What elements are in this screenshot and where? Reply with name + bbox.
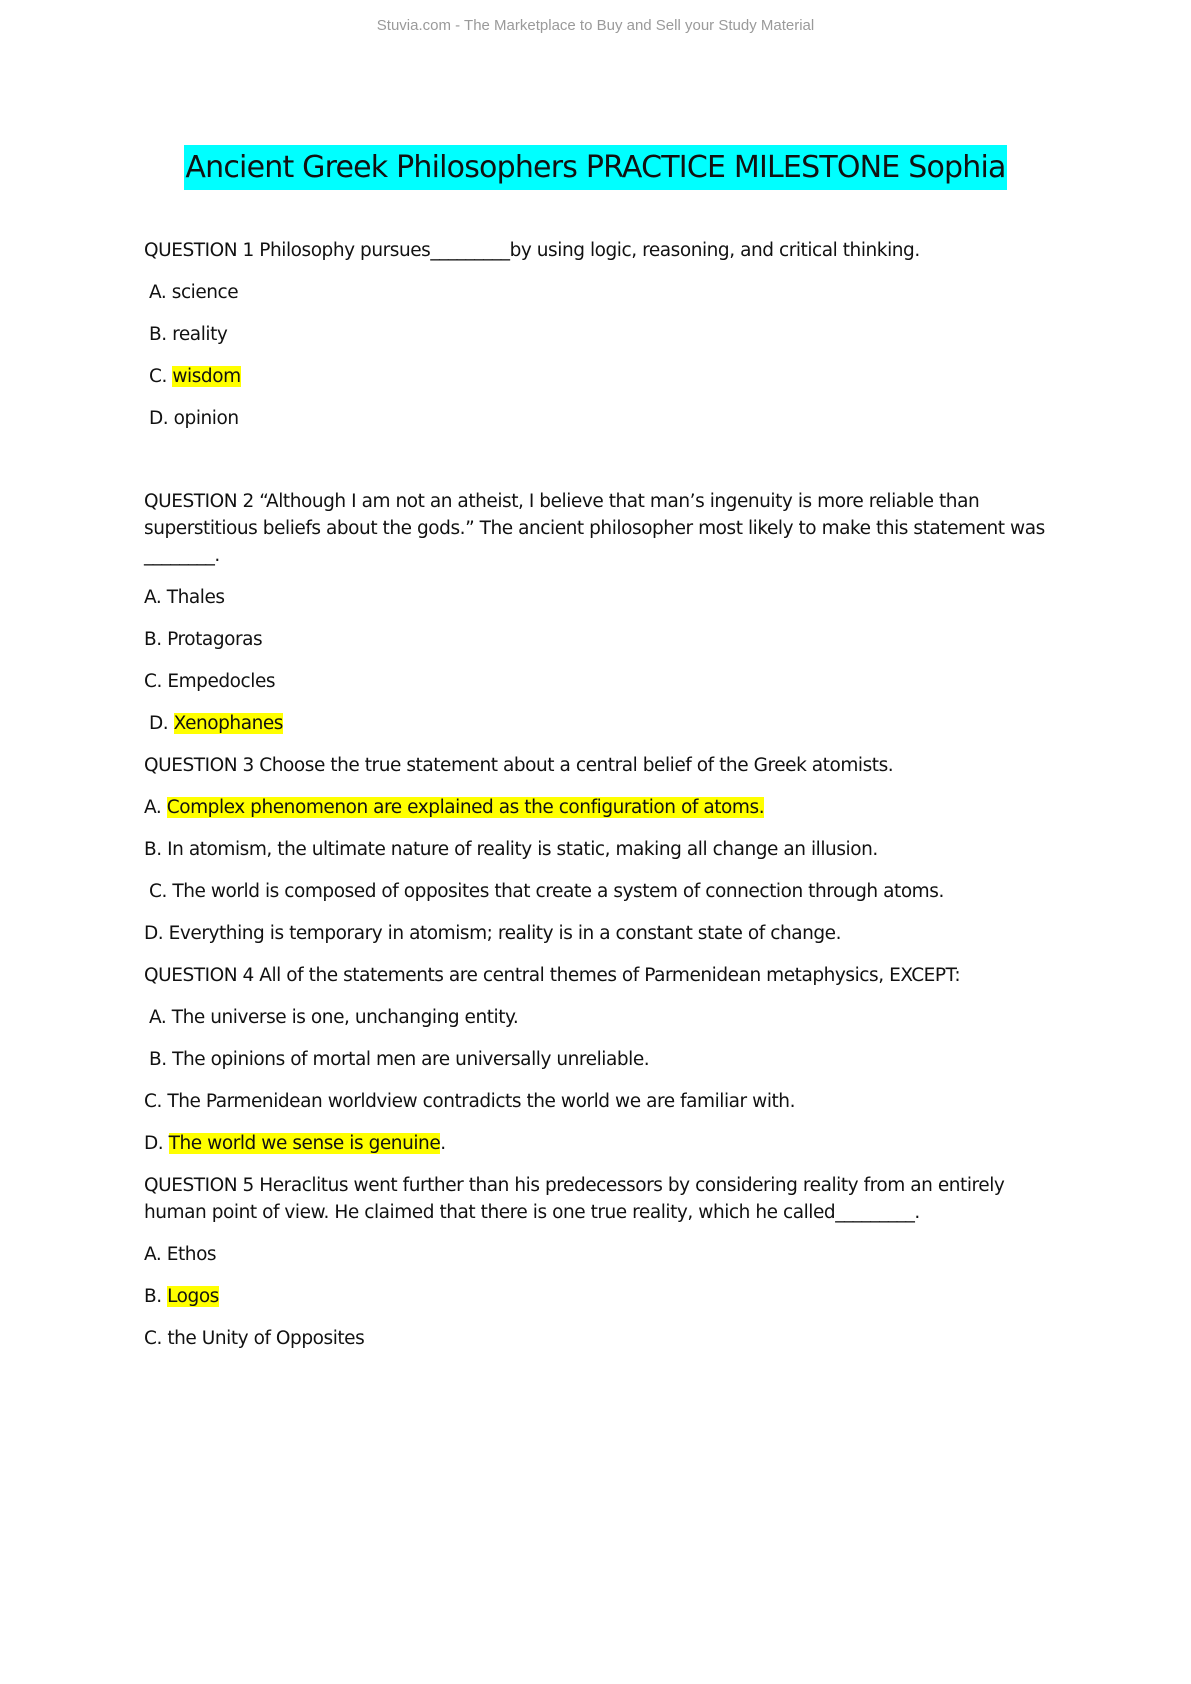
option-text-highlighted: Xenophanes — [173, 713, 283, 734]
option-letter: D. — [149, 713, 169, 734]
option-letter: B. — [144, 629, 162, 650]
question-2-option-b: B. Protagoras — [144, 625, 263, 654]
option-text: The universe is one, unchanging entity. — [171, 1007, 519, 1028]
document-title: Ancient Greek Philosophers PRACTICE MILE… — [184, 145, 1007, 190]
question-3-option-d: D. Everything is temporary in atomism; r… — [144, 919, 841, 948]
question-3-option-b: B. In atomism, the ultimate nature of re… — [144, 835, 878, 864]
option-letter: C. — [144, 1328, 162, 1349]
question-1-option-c: C. wisdom — [144, 362, 241, 391]
question-1-option-d: D. opinion — [144, 404, 239, 433]
option-text-highlighted: Complex phenomenon are explained as the … — [166, 797, 765, 818]
question-4-text: QUESTION 4 All of the statements are cen… — [144, 965, 961, 986]
option-letter: B. — [144, 1286, 162, 1307]
option-letter: A. — [144, 587, 162, 608]
question-2-option-d: D. Xenophanes — [144, 709, 283, 738]
option-text: science — [171, 282, 239, 303]
option-letter: D. — [149, 408, 169, 429]
question-4-option-b: B. The opinions of mortal men are univer… — [144, 1045, 650, 1074]
option-text: opinion — [173, 408, 239, 429]
question-5-option-c: C. the Unity of Opposites — [144, 1324, 365, 1353]
option-letter: A. — [144, 1244, 162, 1265]
question-3-option-a: A. Complex phenomenon are explained as t… — [144, 793, 765, 822]
question-4-option-a: A. The universe is one, unchanging entit… — [144, 1003, 519, 1032]
option-text: Thales — [166, 587, 225, 608]
question-5-text-line-1: QUESTION 5 Heraclitus went further than … — [144, 1175, 1005, 1196]
question-2-text-line-3: ________. — [144, 545, 220, 566]
option-letter: D. — [144, 923, 164, 944]
option-letter: B. — [144, 839, 162, 860]
question-1-option-b: B. reality — [144, 320, 228, 349]
option-text: The opinions of mortal men are universal… — [172, 1049, 650, 1070]
option-letter: C. — [149, 881, 167, 902]
option-letter: C. — [149, 366, 167, 387]
question-4-option-c: C. The Parmenidean worldview contradicts… — [144, 1087, 795, 1116]
question-1-text: QUESTION 1 Philosophy pursues_________by… — [144, 240, 920, 261]
option-letter: C. — [144, 671, 162, 692]
option-letter: A. — [149, 1007, 167, 1028]
header-banner: Stuvia.com - The Marketplace to Buy and … — [376, 17, 815, 34]
question-5-text-line-2: human point of view. He claimed that the… — [144, 1202, 920, 1223]
option-letter: A. — [149, 282, 167, 303]
option-text-highlighted: Logos — [167, 1286, 219, 1307]
option-letter: A. — [144, 797, 162, 818]
question-5-option-b: B. Logos — [144, 1282, 219, 1311]
question-1-option-a: A. science — [144, 278, 239, 307]
option-text: The Parmenidean worldview contradicts th… — [167, 1091, 796, 1112]
option-text: Protagoras — [167, 629, 263, 650]
question-5-option-a: A. Ethos — [144, 1240, 217, 1269]
option-text: reality — [172, 324, 228, 345]
option-text-highlighted: wisdom — [172, 366, 241, 387]
option-text: Empedocles — [167, 671, 276, 692]
question-2-option-a: A. Thales — [144, 583, 225, 612]
option-text: In atomism, the ultimate nature of reali… — [167, 839, 878, 860]
option-suffix: . — [440, 1133, 446, 1154]
option-letter: C. — [144, 1091, 162, 1112]
question-4-option-d: D. The world we sense is genuine. — [144, 1129, 446, 1158]
option-text: Ethos — [166, 1244, 217, 1265]
question-2-text-line-2: superstitious beliefs about the gods.” T… — [144, 518, 1045, 539]
option-letter: B. — [149, 1049, 167, 1070]
option-letter: B. — [149, 324, 167, 345]
option-text: The world is composed of opposites that … — [172, 881, 944, 902]
question-3-text: QUESTION 3 Choose the true statement abo… — [144, 755, 894, 776]
option-letter: D. — [144, 1133, 164, 1154]
option-text-highlighted: The world we sense is genuine — [168, 1133, 441, 1154]
question-2-option-c: C. Empedocles — [144, 667, 276, 696]
option-text: Everything is temporary in atomism; real… — [168, 923, 842, 944]
option-text: the Unity of Opposites — [167, 1328, 365, 1349]
question-2-text-line-1: QUESTION 2 “Although I am not an atheist… — [144, 491, 980, 512]
title-wrap: Ancient Greek Philosophers PRACTICE MILE… — [0, 145, 1191, 190]
question-3-option-c: C. The world is composed of opposites th… — [144, 877, 944, 906]
